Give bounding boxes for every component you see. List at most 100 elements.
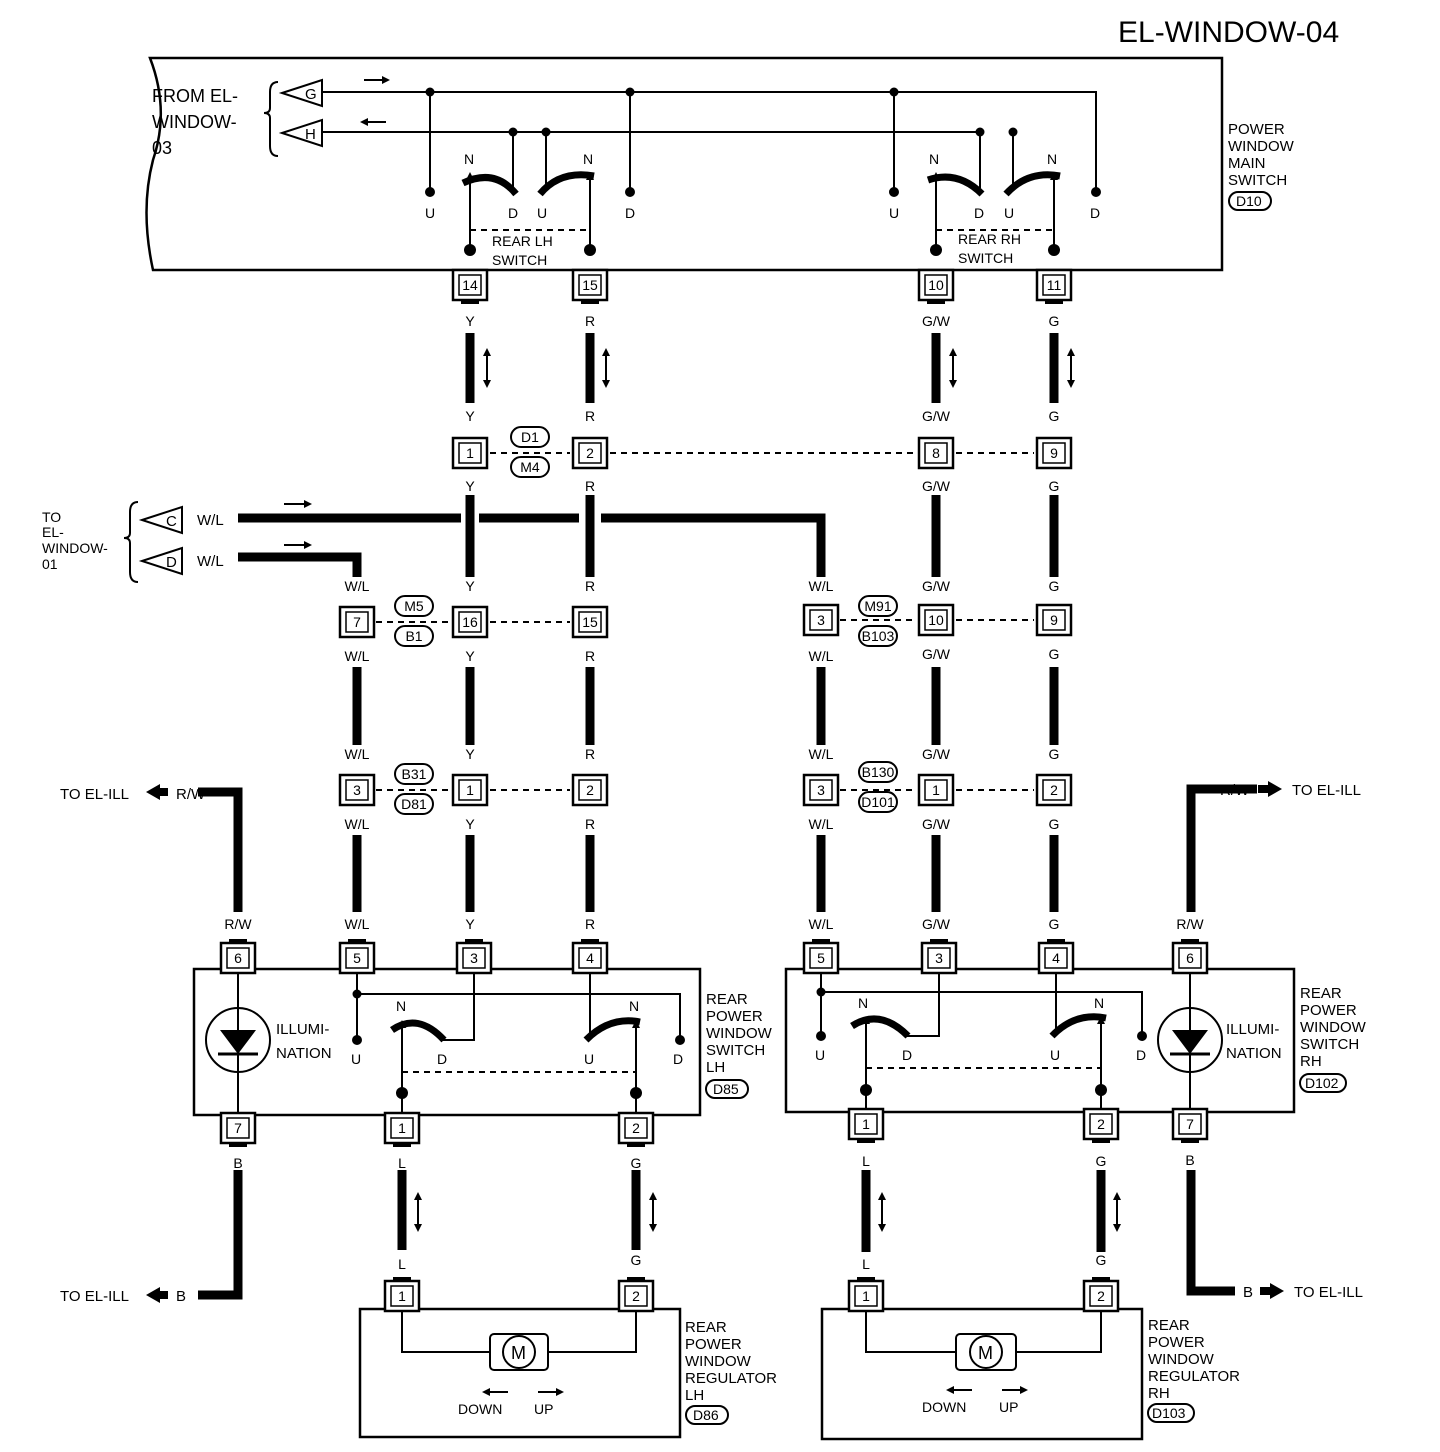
connector-pin-number: 4 xyxy=(586,950,594,966)
svg-text:U: U xyxy=(815,1047,825,1063)
wire-color-label: G xyxy=(1049,578,1060,594)
svg-text:REGULATOR: REGULATOR xyxy=(685,1370,777,1387)
connector-pin-number: 4 xyxy=(1052,950,1060,966)
svg-text:R/W: R/W xyxy=(1220,782,1250,799)
svg-text:REAR: REAR xyxy=(1148,1317,1190,1334)
connector-pin: 3 xyxy=(920,939,958,975)
terminal-g-icon: G xyxy=(278,78,323,108)
rear-rh-switch-down-arm xyxy=(1049,1013,1107,1039)
connector-pin-number: 2 xyxy=(1097,1288,1105,1304)
svg-text:POWER: POWER xyxy=(706,1008,763,1025)
connector-pin: 5 xyxy=(338,939,376,975)
connector-id-oval: B31 xyxy=(394,763,434,785)
wire-color-label: L xyxy=(862,1256,870,1272)
connector-pin: 15 xyxy=(571,268,609,304)
connector-pin-number: 8 xyxy=(932,445,940,461)
svg-text:D86: D86 xyxy=(693,1407,719,1423)
main-switch-name-3: MAIN xyxy=(1228,155,1266,172)
wire-color-label: G/W xyxy=(922,916,951,932)
connector-pin: 9 xyxy=(1035,603,1073,637)
connector-pin: 2 xyxy=(617,1277,655,1313)
wire-color-label: G xyxy=(1049,408,1060,424)
svg-text:D: D xyxy=(673,1051,683,1067)
wire-color-label: W/L xyxy=(809,816,834,832)
svg-text:D102: D102 xyxy=(1305,1075,1339,1091)
svg-text:M5: M5 xyxy=(404,598,424,614)
svg-text:N: N xyxy=(629,998,639,1014)
connector-pin: 4 xyxy=(1037,939,1075,975)
connector-pin-number: 11 xyxy=(1047,277,1062,293)
main-switch-name-4: SWITCH xyxy=(1228,172,1287,189)
connector-pin-number: 6 xyxy=(234,950,242,966)
connector-pin-number: 1 xyxy=(862,1116,870,1132)
connector-pin: 9 xyxy=(1035,436,1073,470)
svg-text:B1: B1 xyxy=(405,628,422,644)
svg-text:WINDOW-: WINDOW- xyxy=(42,540,108,556)
svg-text:R/W: R/W xyxy=(176,786,206,803)
wire-color-label: Y xyxy=(465,478,475,494)
wire-color-label: G xyxy=(1049,916,1060,932)
svg-text:NATION: NATION xyxy=(1226,1045,1282,1062)
connector-pin: 2 xyxy=(571,436,609,470)
connector-id-oval: B1 xyxy=(394,625,434,647)
rear-lh-switch-down-arm xyxy=(583,1017,641,1043)
connector-pin-number: 3 xyxy=(817,612,825,628)
wire-color-label: Y xyxy=(465,578,475,594)
wire-color-label: R xyxy=(585,816,595,832)
wire-color-label: W/L xyxy=(809,746,834,762)
svg-text:H: H xyxy=(305,126,316,143)
connector-pin: 2 xyxy=(1035,773,1073,807)
svg-text:POWER: POWER xyxy=(1148,1334,1205,1351)
wire-color-label: R xyxy=(585,313,595,329)
connector-pin: 6 xyxy=(219,939,257,975)
wire-color-label: G/W xyxy=(922,478,951,494)
connector-pin-number: 1 xyxy=(466,445,474,461)
connector-id-oval: D1 xyxy=(510,426,550,448)
connector-pin-number: 9 xyxy=(1050,445,1058,461)
svg-text:REAR RH: REAR RH xyxy=(958,231,1021,247)
wire-color-label: Y xyxy=(465,916,475,932)
connector-pin-number: 10 xyxy=(928,612,944,628)
regulator-rh-box: M DOWN UP REAR POWER WINDOW REGULATOR RH… xyxy=(820,1307,1240,1441)
svg-text:D85: D85 xyxy=(713,1081,739,1097)
rear-lh-up-switch-arm xyxy=(461,174,519,197)
svg-text:U: U xyxy=(537,205,547,221)
svg-text:M4: M4 xyxy=(520,459,540,475)
svg-text:REAR LH: REAR LH xyxy=(492,233,553,249)
svg-text:B: B xyxy=(176,1288,186,1305)
wire-color-label: Y xyxy=(465,313,475,329)
svg-text:RH: RH xyxy=(1148,1385,1170,1402)
connector-pin: 1 xyxy=(451,773,489,807)
connector-pin: 11 xyxy=(1035,268,1073,304)
main-switch-connector-id: D10 xyxy=(1236,193,1262,209)
connector-pin: 1 xyxy=(451,436,489,470)
from-label-1: FROM EL- xyxy=(152,86,238,106)
connector-pin: 1 xyxy=(383,1277,421,1313)
svg-text:D: D xyxy=(974,205,984,221)
svg-text:LH: LH xyxy=(706,1059,725,1076)
svg-text:B130: B130 xyxy=(862,764,895,780)
connector-pin-number: 6 xyxy=(1186,950,1194,966)
svg-text:WINDOW: WINDOW xyxy=(706,1025,773,1042)
connector-pin: 3 xyxy=(802,773,840,807)
svg-text:C: C xyxy=(166,513,177,530)
connector-pin-number: 2 xyxy=(586,782,594,798)
wire-color-label: L xyxy=(398,1256,406,1272)
wire-color-label: W/L xyxy=(809,578,834,594)
svg-text:N: N xyxy=(1094,995,1104,1011)
wire-color-label: B xyxy=(1185,1152,1194,1168)
svg-text:UP: UP xyxy=(999,1399,1018,1415)
connector-pin-number: 3 xyxy=(470,950,478,966)
svg-text:U: U xyxy=(889,205,899,221)
connector-id-oval: D101 xyxy=(858,791,898,813)
connector-pin-number: 7 xyxy=(234,1120,242,1136)
connector-pin-number: 9 xyxy=(1050,612,1058,628)
connector-pin-number: 7 xyxy=(353,614,361,630)
motor-icon xyxy=(489,1333,549,1371)
svg-text:M91: M91 xyxy=(864,598,891,614)
connector-pin-number: 10 xyxy=(928,277,944,293)
motor-icon xyxy=(955,1333,1017,1371)
connector-pin: 15 xyxy=(571,605,609,639)
svg-text:DOWN: DOWN xyxy=(922,1399,966,1415)
